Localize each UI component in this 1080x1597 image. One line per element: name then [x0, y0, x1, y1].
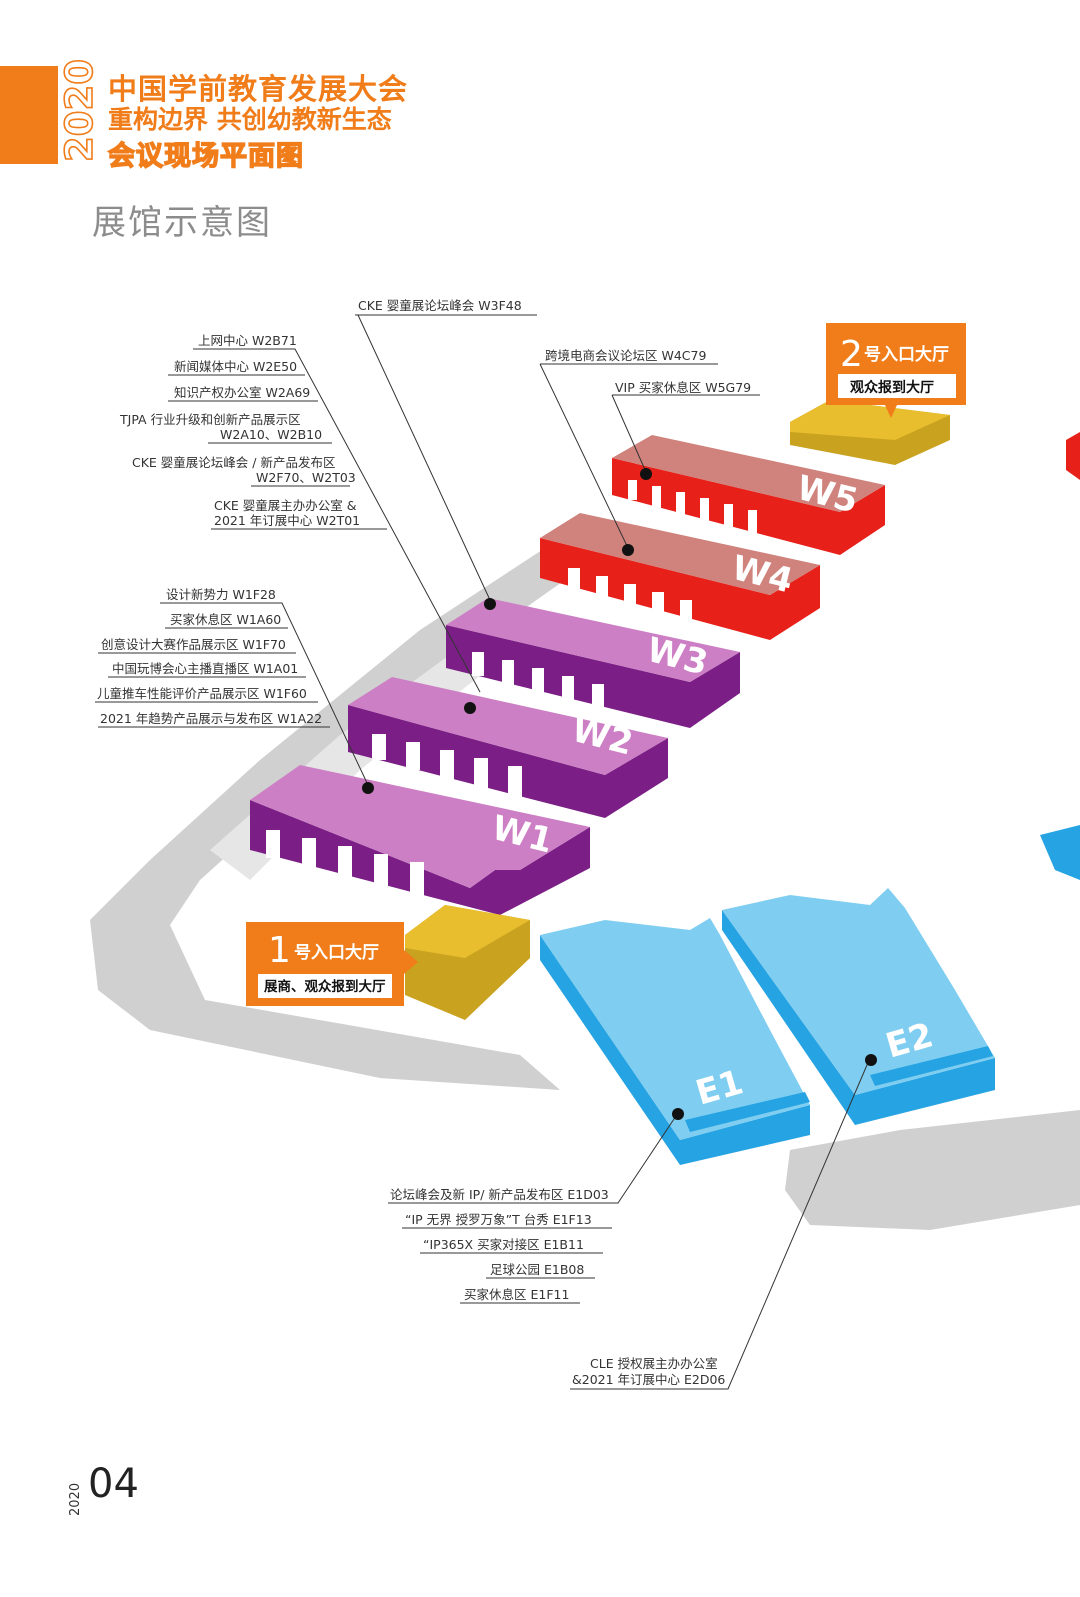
hall-w5-doors [628, 480, 757, 536]
hall-w3-side [446, 625, 740, 728]
label-w1-5: 2021 年趋势产品展示与发布区 W1A22 [100, 711, 322, 726]
entrance1-building[interactable] [405, 905, 530, 1020]
label-w1-4: 儿童推车性能评价产品展示区 W1F60 [97, 686, 307, 701]
hall-w4-side [540, 538, 820, 640]
hall-w1-top [250, 765, 590, 888]
hall-w5-top [612, 435, 885, 512]
road-east [785, 1110, 1080, 1230]
label-e2-1: &2021 年订展中心 E2D06 [572, 1372, 725, 1387]
footer-year: 2020 [68, 1483, 83, 1516]
entrance1-number: 1 [268, 930, 291, 971]
hall-w3[interactable]: W3 [446, 598, 740, 728]
label-w1-0: 设计新势力 W1F28 [166, 587, 276, 602]
label-w1-1: 买家休息区 W1A60 [170, 612, 281, 627]
entrance2-subtitle: 观众报到大厅 [850, 379, 934, 396]
hall-w3-top [446, 598, 740, 682]
hall-e1-step [685, 1092, 810, 1132]
label-e1-2: “IP365X 买家对接区 E1B11 [423, 1237, 584, 1252]
label-e1-1: “IP 无界 授罗万象”T 台秀 E1F13 [405, 1212, 592, 1227]
label-e1-3: 足球公园 E1B08 [490, 1262, 584, 1277]
label-w2-7: CKE 婴童展主办办公室 & [214, 498, 357, 513]
hall-w3-doors [472, 652, 604, 714]
hall-partial-east-blue [1040, 825, 1080, 880]
header-title-line3: 会议现场平面图 [107, 140, 304, 172]
label-w2-1: 新闻媒体中心 W2E50 [174, 359, 297, 374]
label-w5-vip: VIP 买家休息区 W5G79 [615, 380, 751, 395]
label-w3-forum: CKE 婴童展论坛峰会 W3F48 [358, 298, 522, 313]
hall-w4-doors [568, 568, 692, 628]
label-e1-4: 买家休息区 E1F11 [464, 1287, 569, 1302]
label-e2-0: CLE 授权展主办办公室 [590, 1356, 718, 1371]
label-w2-8: 2021 年订展中心 W2T01 [214, 513, 360, 528]
header-year: 2020 [57, 58, 102, 163]
hall-w4-top [540, 513, 820, 595]
label-w2-5: CKE 婴童展论坛峰会 / 新产品发布区 [132, 455, 335, 470]
entrance2-building[interactable] [790, 400, 950, 465]
label-w1-2: 创意设计大赛作品展示区 W1F70 [101, 637, 286, 652]
entrance1-title: 号入口大厅 [294, 942, 379, 963]
section-title: 展馆示意图 [92, 203, 272, 243]
entrance2-title: 号入口大厅 [864, 344, 949, 365]
entrance1-sign[interactable]: 1 号入口大厅 展商、观众报到大厅 [246, 922, 418, 1006]
entrance1-subtitle: 展商、观众报到大厅 [264, 978, 386, 995]
hall-e2[interactable]: E2 [722, 888, 995, 1125]
header-title-line2: 重构边界 共创幼教新生态 [108, 105, 392, 134]
label-w2-6: W2F70、W2T03 [256, 470, 356, 485]
hall-w5-side [612, 458, 885, 555]
hall-w1-doors [266, 830, 424, 896]
label-dots [362, 468, 877, 1120]
entrance2-sign[interactable]: 2 号入口大厅 观众报到大厅 [826, 323, 966, 418]
entrance2-number: 2 [840, 334, 863, 375]
label-w2-4: W2A10、W2B10 [220, 427, 322, 442]
label-w4-forum: 跨境电商会议论坛区 W4C79 [545, 348, 706, 363]
hall-w2-side [348, 705, 668, 818]
header-year-text: 2020 [58, 59, 101, 162]
hall-w2-doors [372, 734, 522, 798]
leader-lines [95, 314, 871, 1390]
hall-e2-step [870, 1046, 993, 1086]
road-west [90, 548, 572, 1090]
hall-w4[interactable]: W4 [540, 513, 820, 640]
hall-partial-east-red [1066, 432, 1080, 480]
label-w1-3: 中国玩博会心主播直播区 W1A01 [112, 661, 298, 676]
hall-w1-side [250, 800, 590, 915]
label-w2-3: TJPA 行业升级和创新产品展示区 [119, 412, 301, 427]
hall-e2-top [722, 888, 995, 1095]
hall-e1-top [540, 918, 810, 1140]
orange-accent-bar [0, 66, 58, 164]
label-w2-2: 知识产权办公室 W2A69 [174, 385, 310, 400]
hall-w2-top [348, 677, 668, 775]
hall-e1[interactable]: E1 [540, 918, 810, 1165]
label-e1-0: 论坛峰会及新 IP/ 新产品发布区 E1D03 [390, 1187, 609, 1202]
footer-year-text: 2020 [68, 1483, 83, 1516]
page-number: 04 [88, 1461, 139, 1507]
header-title-line1: 中国学前教育发展大会 [108, 72, 409, 106]
label-w2-0: 上网中心 W2B71 [198, 333, 297, 348]
